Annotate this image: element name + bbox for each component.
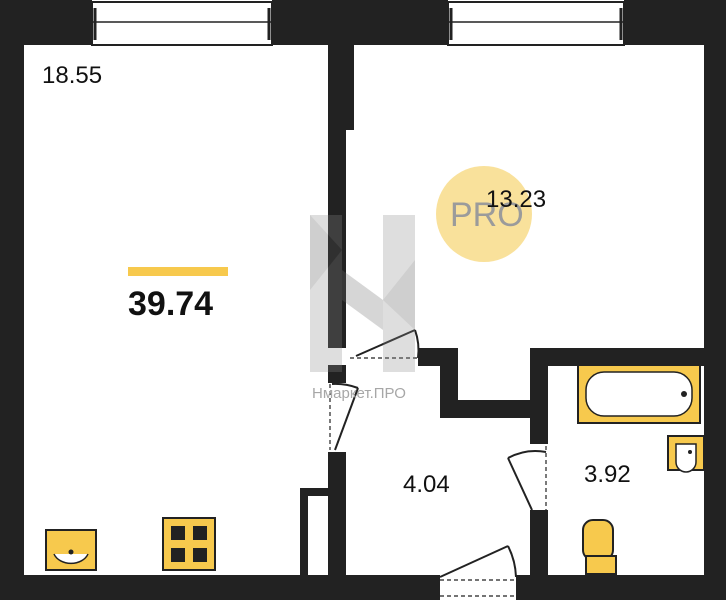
wall-bath-left-lower <box>530 510 548 580</box>
door-room-large <box>329 382 359 451</box>
room-large-area: 18.55 <box>42 62 103 89</box>
total-area-underline <box>128 267 228 276</box>
wall-right <box>704 0 726 600</box>
wall-hall-vertical <box>440 348 458 408</box>
pro-badge-circle <box>436 166 532 262</box>
stove-icon <box>162 517 216 571</box>
bathroom-area: 3.92 <box>584 461 631 488</box>
watermark-site-text: Нмаркет.ПРО <box>312 385 406 402</box>
door-bathroom <box>507 446 547 511</box>
toilet-icon <box>582 519 617 575</box>
wall-left <box>0 0 24 600</box>
wall-hall-left-cap <box>300 488 328 496</box>
wall-partition-lower <box>328 452 346 580</box>
wall-hall-horizontal <box>440 400 540 418</box>
wall-partition-upper <box>328 40 346 348</box>
wall-partition-door-jamb <box>328 365 346 383</box>
wall-bath-left-upper <box>530 348 548 444</box>
wall-bottom-right <box>516 575 726 600</box>
wall-top-middle <box>272 0 448 45</box>
room-small-area: 13.23 <box>486 186 547 213</box>
hall-area: 4.04 <box>403 471 450 498</box>
wall-hall-left-post <box>300 488 308 578</box>
pro-badge-text: PRO <box>450 196 524 234</box>
door-room-small <box>350 329 420 359</box>
kitchen-sink-icon <box>45 529 97 571</box>
watermark-logo-icon <box>310 215 415 372</box>
bathroom-sink-icon <box>667 435 705 473</box>
wall-partition-stub <box>346 40 354 130</box>
bathtub-icon <box>577 364 701 424</box>
door-entrance <box>439 545 517 597</box>
total-area: 39.74 <box>128 285 214 323</box>
wall-bottom-left <box>0 575 440 600</box>
window-right <box>447 1 625 46</box>
wall-bath-top <box>530 348 710 366</box>
window-left <box>91 1 273 46</box>
